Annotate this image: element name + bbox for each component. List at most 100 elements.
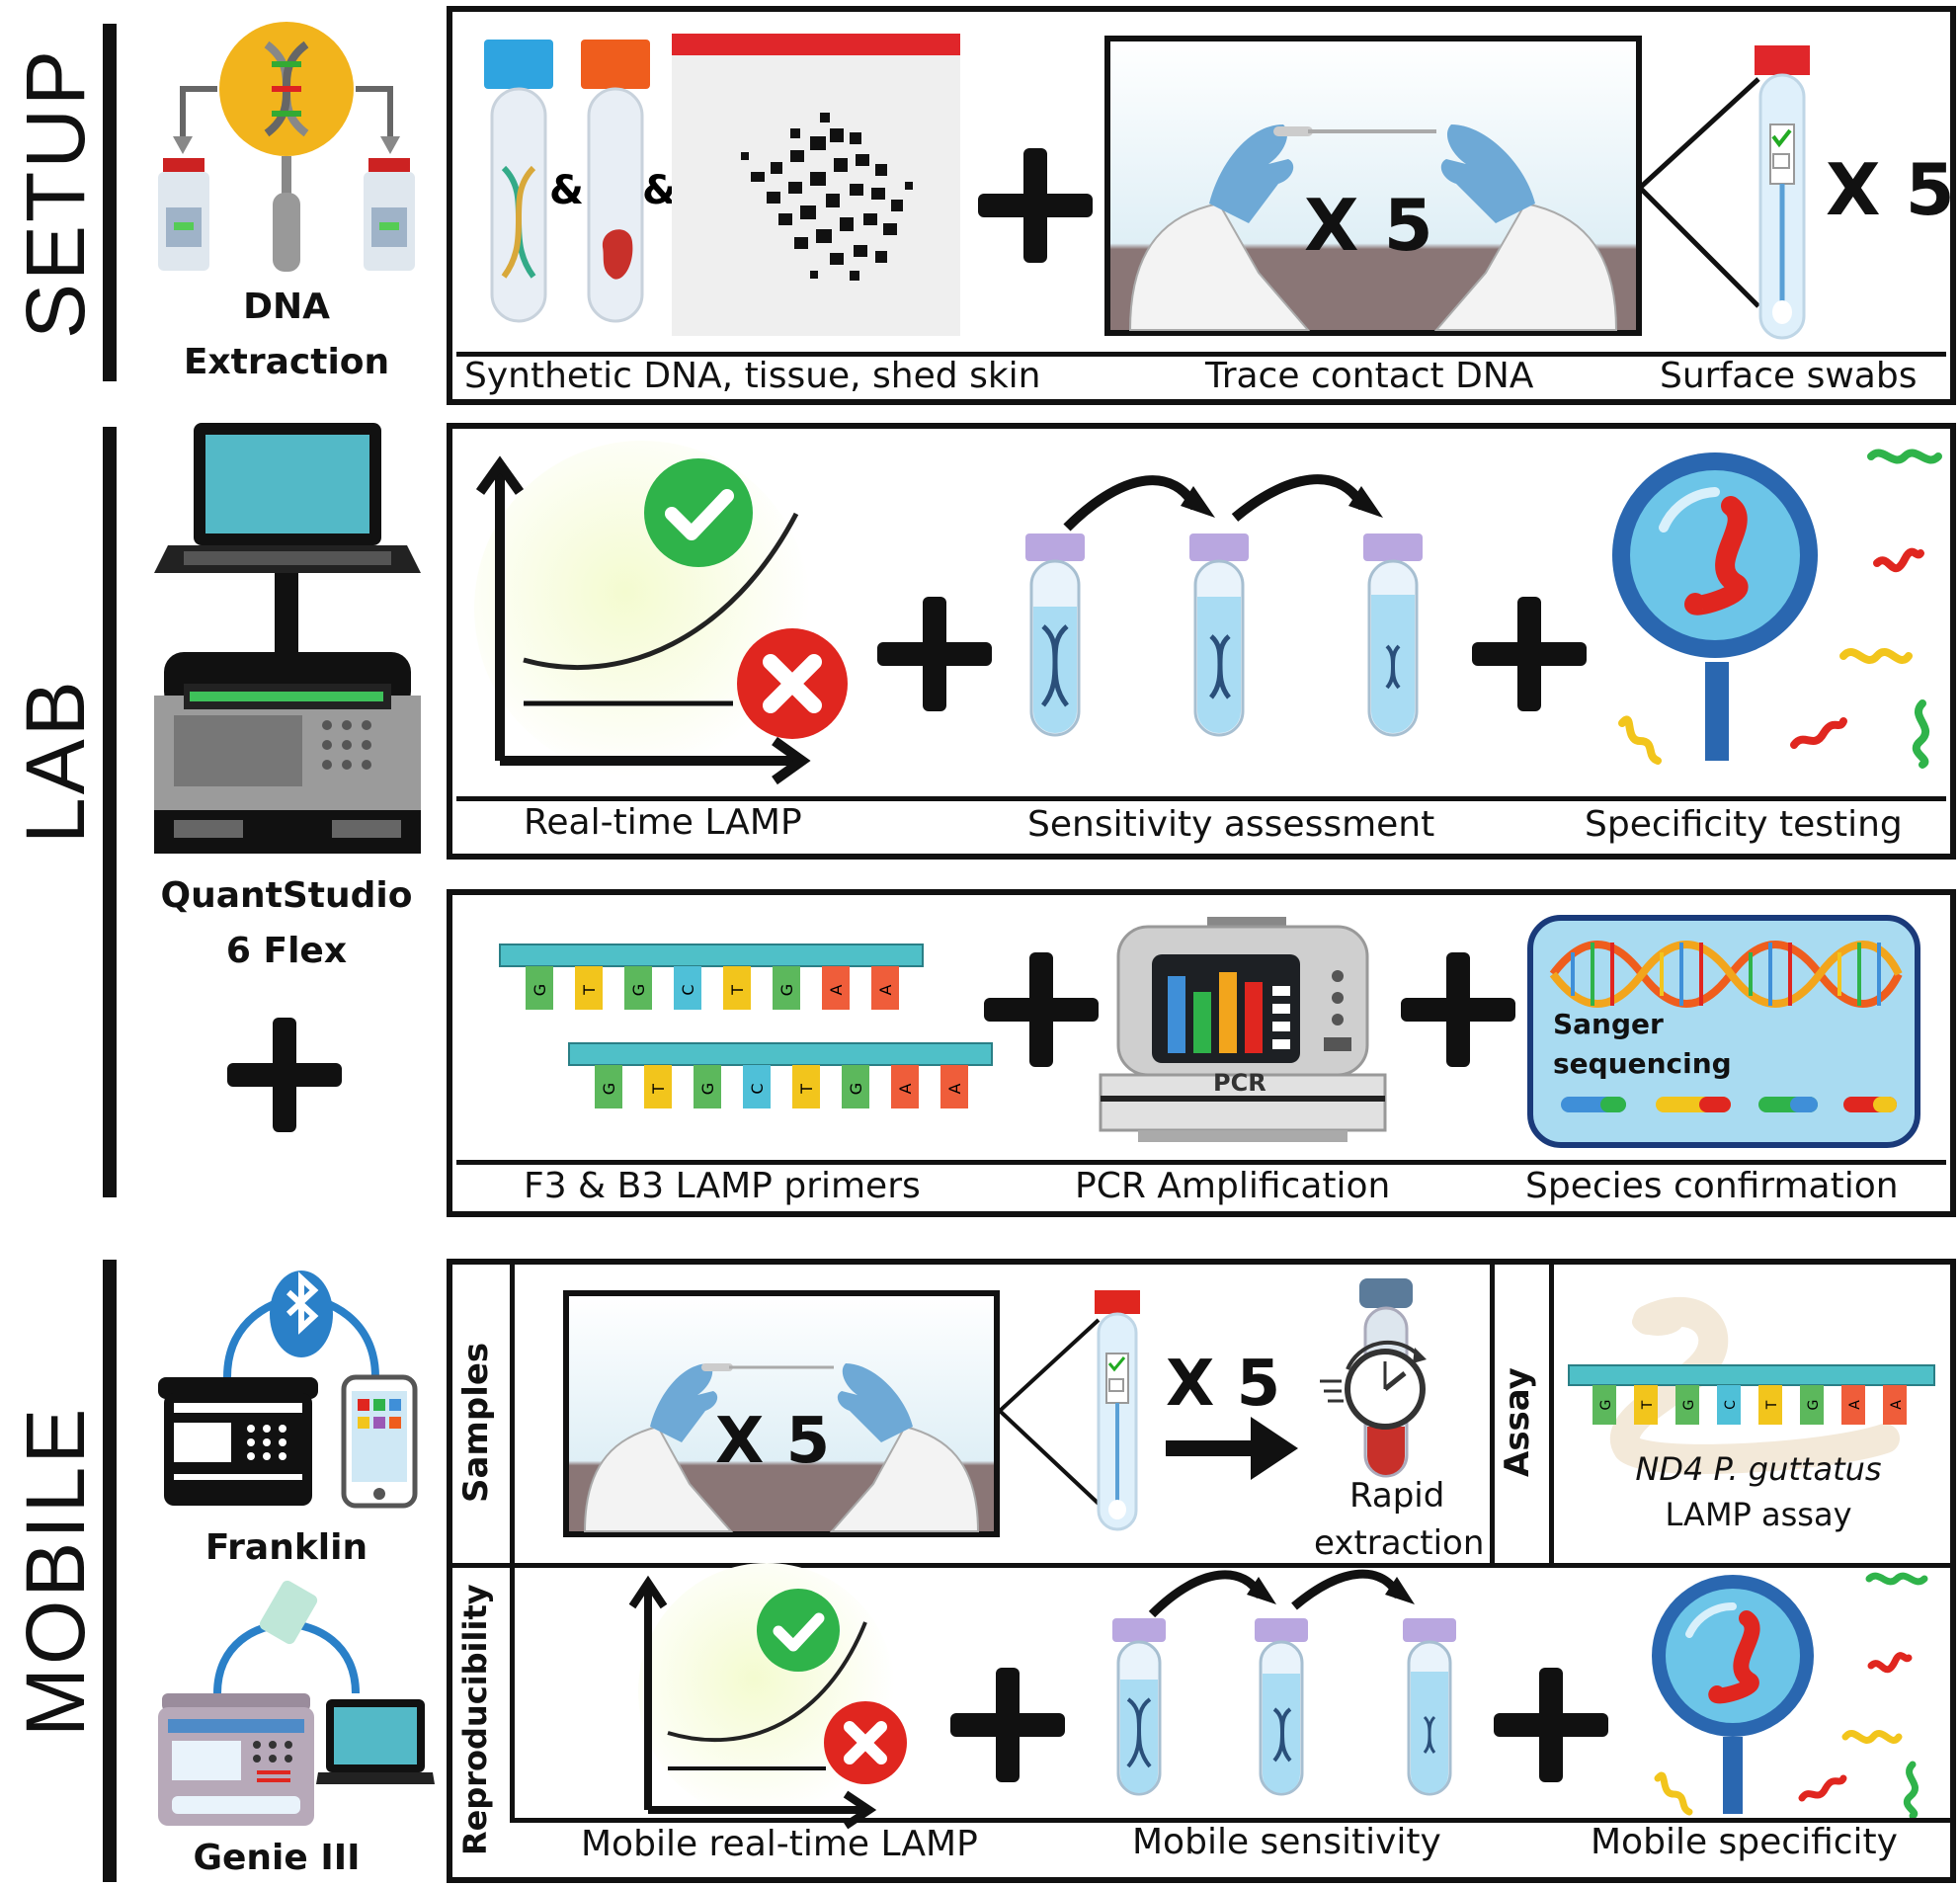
bracket-lines — [1638, 77, 1760, 308]
ampersand-2: & — [642, 168, 677, 213]
plus-icon-lab-left — [227, 1018, 342, 1132]
surface-swab-x5: X 5 — [1826, 148, 1955, 231]
shed-skin-bag-icon — [672, 34, 960, 336]
caption-pcr-amplification: PCR Amplification — [1075, 1166, 1391, 1206]
setup-divider-bar — [103, 24, 117, 381]
rapid-extraction-label-2: extraction — [1314, 1523, 1485, 1563]
svg-text:G: G — [847, 1083, 865, 1095]
quantstudio-label-2: 6 Flex — [225, 931, 348, 971]
caption-surface-swabs: Surface swabs — [1660, 356, 1918, 396]
svg-text:A: A — [876, 984, 895, 995]
pcr-machine-icon — [1099, 917, 1387, 1142]
snake-assay-icon: G T G C T G A A — [1568, 1296, 1935, 1474]
svg-text:A: A — [1847, 1400, 1863, 1410]
mobile-assay-divider-right — [1549, 1265, 1554, 1567]
mobile-magnifier-icon — [1652, 1572, 1928, 1820]
caption-sensitivity-assessment: Sensitivity assessment — [1027, 804, 1435, 845]
svg-text:T: T — [1640, 1400, 1656, 1410]
svg-text:A: A — [896, 1083, 915, 1094]
synthetic-dna-tube-icon — [484, 40, 553, 323]
sanger-label-1: Sanger — [1553, 1008, 1664, 1040]
caption-lamp-primers: F3 & B3 LAMP primers — [524, 1166, 921, 1206]
tissue-tube-icon — [581, 40, 650, 323]
lab-2-caption-line — [456, 1160, 1946, 1165]
trace-contact-x5: X 5 — [1304, 184, 1433, 267]
assay-label: Assay — [1498, 1367, 1537, 1478]
svg-text:A: A — [945, 1083, 964, 1094]
caption-mobile-real-time-lamp: Mobile real-time LAMP — [581, 1824, 978, 1864]
pcr-label: PCR — [1213, 1069, 1266, 1097]
caption-real-time-lamp: Real-time LAMP — [524, 802, 802, 843]
svg-text:T: T — [797, 1084, 816, 1095]
genie-device-icon — [158, 1580, 435, 1826]
dna-helix-icon — [1549, 941, 1903, 1008]
section-label-mobile: MOBILE — [9, 1405, 102, 1737]
rapid-extraction-icon — [1320, 1278, 1427, 1478]
svg-text:C: C — [1723, 1400, 1739, 1410]
mobile-dilution-tubes-icon — [1112, 1569, 1456, 1796]
svg-text:G: G — [600, 1083, 618, 1095]
check-icon-lab — [644, 458, 753, 567]
caption-trace-contact: Trace contact DNA — [1205, 356, 1534, 396]
svg-text:C: C — [679, 984, 697, 995]
svg-text:C: C — [748, 1083, 767, 1094]
dna-extraction-label-1: DNA — [243, 287, 330, 327]
arrow-right-icon — [1166, 1417, 1298, 1480]
svg-text:T: T — [649, 1084, 668, 1095]
sequence-reads-icon — [1561, 1097, 1897, 1112]
svg-text:G: G — [1681, 1400, 1697, 1411]
svg-text:G: G — [1806, 1400, 1822, 1411]
mobile-samples-divider — [510, 1265, 515, 1567]
mobile-gloved-hands-icon — [583, 1363, 980, 1532]
magnifier-specificity-icon — [1612, 449, 1942, 769]
svg-text:T: T — [728, 985, 747, 996]
check-icon-mobile — [757, 1589, 840, 1672]
caption-specificity-testing: Specificity testing — [1585, 804, 1903, 845]
mobile-divider-bar — [103, 1260, 117, 1882]
mobile-swab-tube-icon — [1095, 1290, 1140, 1531]
svg-text:G: G — [629, 984, 648, 996]
svg-text:G: G — [777, 984, 796, 996]
plus-icon-lab-3 — [984, 952, 1099, 1067]
genie-label: Genie III — [193, 1838, 361, 1878]
plus-icon-mobile-1 — [950, 1668, 1065, 1782]
lamp-primers-icon: G T G C T G A A G T G C T G A A — [499, 944, 993, 1108]
franklin-label: Franklin — [204, 1527, 368, 1568]
dna-extraction-label-2: Extraction — [183, 342, 390, 382]
section-label-lab: LAB — [9, 678, 102, 844]
plus-icon-lab-4 — [1401, 952, 1515, 1067]
mobile-bracket-lines — [998, 1318, 1101, 1506]
quantstudio-instrument-icon — [154, 423, 421, 854]
mobile-reproducibility-divider — [510, 1563, 515, 1820]
quantstudio-label-1: QuantStudio — [160, 875, 413, 916]
assay-label-2: LAMP assay — [1665, 1496, 1852, 1533]
sanger-label-2: sequencing — [1553, 1047, 1732, 1080]
svg-text:T: T — [580, 985, 599, 996]
plus-icon-lab-1 — [877, 597, 992, 711]
samples-label: Samples — [456, 1342, 496, 1504]
rapid-extraction-label-1: Rapid — [1349, 1476, 1445, 1516]
reproducibility-label: Reproducibility — [456, 1584, 494, 1856]
cross-icon-mobile — [824, 1701, 907, 1784]
svg-text:A: A — [827, 984, 846, 995]
cross-icon-lab — [737, 628, 848, 739]
plus-icon-lab-2 — [1472, 597, 1587, 711]
mobile-swab-x5: X 5 — [1166, 1348, 1281, 1421]
gloved-hands-icon — [1128, 124, 1618, 331]
caption-mobile-sensitivity: Mobile sensitivity — [1132, 1822, 1441, 1862]
caption-mobile-specificity: Mobile specificity — [1591, 1822, 1898, 1862]
section-label-setup: SETUP — [9, 46, 102, 339]
plus-icon-setup — [978, 148, 1093, 263]
lab-divider-bar — [103, 427, 117, 1197]
mobile-caption-line — [510, 1818, 1950, 1823]
dna-extraction-icon — [158, 22, 415, 272]
svg-text:G: G — [698, 1083, 717, 1095]
mobile-trace-contact-x5: X 5 — [715, 1405, 831, 1478]
caption-species-confirmation: Species confirmation — [1525, 1166, 1899, 1206]
serial-dilution-tubes-icon — [1025, 474, 1423, 737]
ampersand-1: & — [549, 168, 584, 213]
mobile-assay-divider-left — [1490, 1265, 1495, 1567]
lab-1-caption-line — [456, 796, 1946, 801]
swab-tube-icon — [1755, 45, 1810, 340]
svg-text:A: A — [1889, 1400, 1905, 1410]
